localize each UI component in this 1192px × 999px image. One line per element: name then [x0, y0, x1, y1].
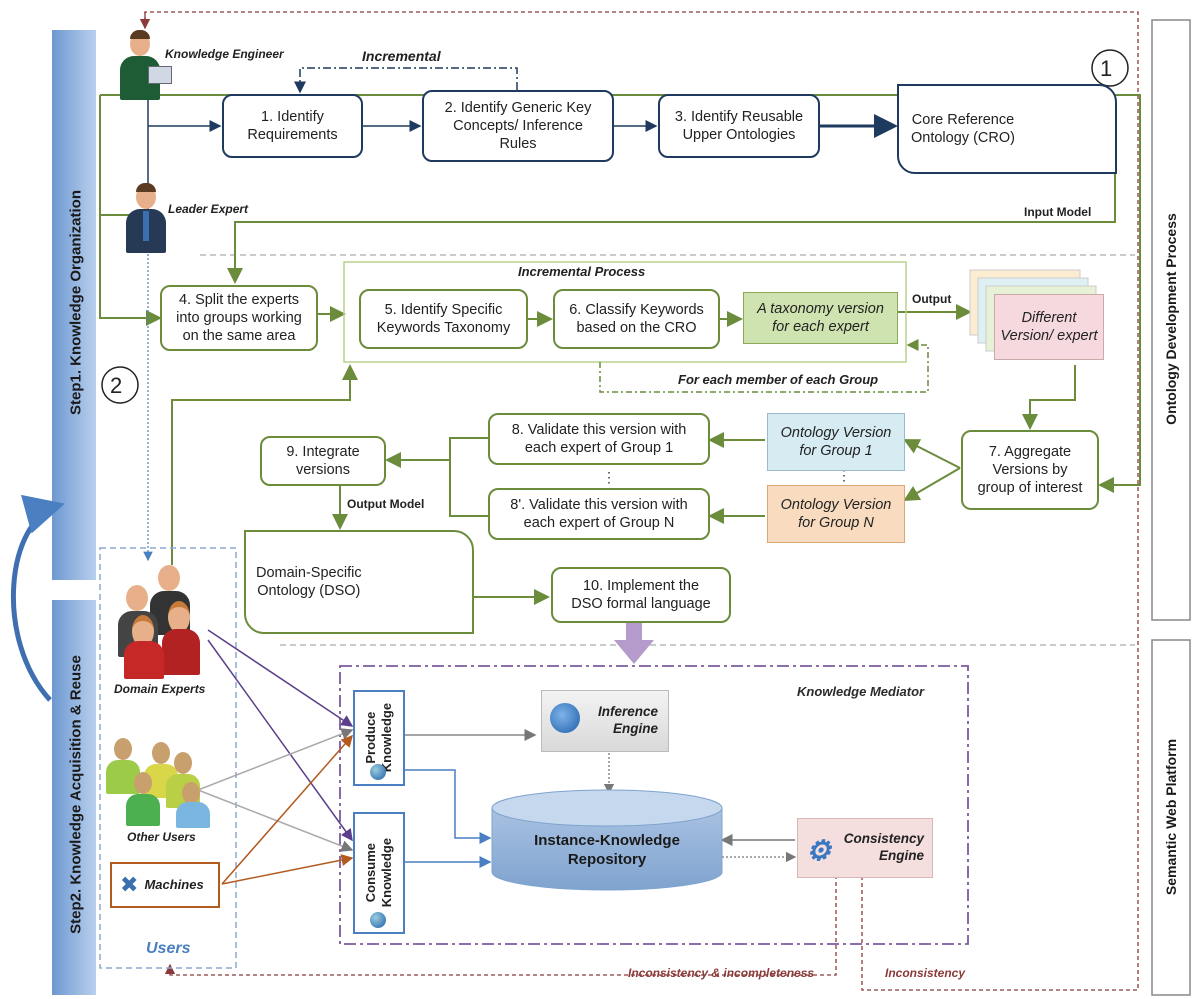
box-validate-group-1: 8. Validate this version with each exper… [488, 413, 710, 465]
inconsistency-incompleteness-label: Inconsistency & incompleteness [628, 966, 815, 980]
knowledge-engineer-label: Knowledge Engineer [165, 47, 284, 61]
box-aggregate-versions: 7. Aggregate Versions by group of intere… [961, 430, 1099, 510]
ontology-dev-label: Ontology Development Process [1163, 213, 1179, 425]
box-domain-specific-ontology: Domain-Specific Ontology (DSO) [244, 530, 474, 634]
box-ontology-version-group-n: Ontology Version for Group N [767, 485, 905, 543]
box-implement-dso: 10. Implement the DSO formal language [551, 567, 731, 623]
box-classify-keywords: 6. Classify Keywords based on the CRO [553, 289, 720, 349]
tools-icon: ✖ [120, 872, 139, 898]
cro-label: Core Reference Ontology (CRO) [911, 111, 1015, 146]
for-each-member-label: For each member of each Group [678, 372, 879, 387]
other-users-icon [104, 738, 214, 828]
bottom-feedback-line [164, 868, 837, 976]
step2-bar [52, 600, 96, 995]
domain-experts-icon [112, 565, 212, 680]
consume-knowledge-label: Consume Knowledge [363, 838, 394, 908]
top-feedback-line [144, 11, 1139, 991]
consistency-engine-label: Consistency Engine [843, 831, 924, 863]
svg-text:⋮: ⋮ [602, 469, 616, 485]
svg-text:⋮: ⋮ [837, 467, 851, 483]
gears-icon: ⚙ [806, 835, 832, 866]
step1-bar [52, 30, 96, 580]
box-different-version: Different Version/ expert [994, 294, 1104, 360]
consume-knowledge-box: Consume Knowledge [353, 812, 405, 934]
semantic-web-label: Semantic Web Platform [1163, 738, 1179, 896]
box-taxonomy-version: A taxonomy version for each expert [743, 292, 898, 344]
incremental-process-label: Incremental Process [518, 264, 646, 279]
step1-label: Step1. Knowledge Organization [67, 189, 85, 416]
inference-engine-label: Inference Engine [597, 704, 658, 736]
box-core-reference-ontology: Core Reference Ontology (CRO) [897, 84, 1117, 174]
instance-knowledge-repository: Instance-Knowledge Repository [534, 832, 680, 868]
step-number-1: 1 [1100, 56, 1113, 81]
box-identify-requirements: 1. Identify Requirements [222, 94, 363, 158]
box-identify-specific-keywords: 5. Identify Specific Keywords Taxonomy [359, 289, 528, 349]
dso-label: Domain-Specific Ontology (DSO) [256, 564, 362, 599]
brain-icon [550, 703, 580, 733]
box-validate-group-n: 8'. Validate this version with each expe… [488, 488, 710, 540]
produce-knowledge-box: Produce Knowledge [353, 690, 405, 786]
knowledge-mediator-label: Knowledge Mediator [797, 684, 925, 699]
leader-expert-icon [126, 183, 166, 253]
semantic-web-panel [1151, 639, 1191, 996]
globe-icon [370, 764, 386, 780]
step-number-2: 2 [110, 373, 123, 398]
domain-experts-label: Domain Experts [114, 682, 206, 696]
knowledge-engineer-icon [118, 30, 172, 100]
box-identify-generic-key-concepts: 2. Identify Generic Key Concepts/ Infere… [422, 90, 614, 162]
box-integrate-versions: 9. Integrate versions [260, 436, 386, 486]
box-identify-reusable-upper-ontologies: 3. Identify Reusable Upper Ontologies [658, 94, 820, 158]
inference-engine-box: Inference Engine [541, 690, 669, 752]
users-label: Users [146, 940, 191, 957]
output-model-label: Output Model [347, 497, 425, 511]
output-label: Output [912, 292, 952, 306]
incremental-label: Incremental [362, 48, 441, 64]
produce-knowledge-label: Produce Knowledge [363, 703, 394, 773]
input-model-label: Input Model [1024, 205, 1092, 219]
machines-label: Machines [144, 876, 204, 892]
step2-label: Step2. Knowledge Acquisition & Reuse [67, 655, 85, 934]
box-ontology-version-group-1: Ontology Version for Group 1 [767, 413, 905, 471]
ontology-dev-panel [1151, 19, 1191, 621]
cycle-arrow [10, 494, 65, 702]
other-users-label: Other Users [127, 830, 196, 844]
consistency-engine-box: ⚙ Consistency Engine [797, 818, 933, 878]
machines-box: ✖ Machines [110, 862, 220, 908]
box-split-experts: 4. Split the experts into groups working… [160, 285, 318, 351]
globe-icon-2 [370, 912, 386, 928]
leader-expert-label: Leader Expert [168, 202, 249, 216]
inconsistency-label: Inconsistency [885, 966, 966, 980]
